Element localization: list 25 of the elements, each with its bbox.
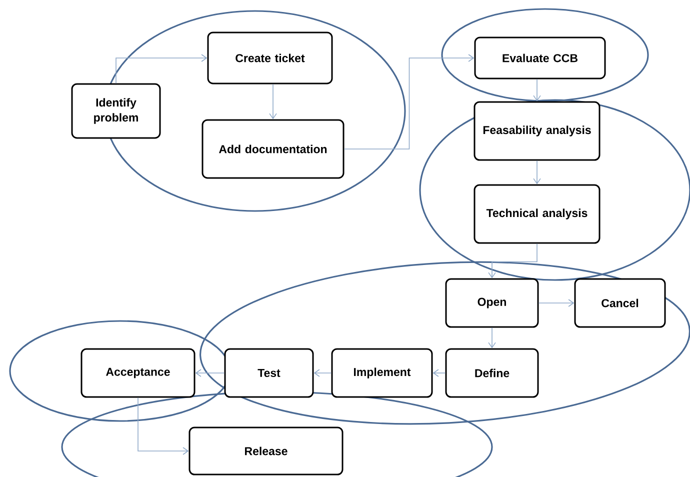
process-box: Define xyxy=(445,348,539,398)
process-box: Technical analysis xyxy=(474,184,600,244)
process-box: Implement xyxy=(331,348,433,398)
process-box: Feasability analysis xyxy=(474,101,600,161)
arrow xyxy=(314,369,332,377)
arrow xyxy=(488,327,496,348)
process-box: Evaluate CCB xyxy=(474,36,606,80)
process-box: Acceptance xyxy=(80,348,196,398)
process-box: Create ticket xyxy=(207,32,333,84)
arrow xyxy=(533,78,541,102)
process-box: Add documentation xyxy=(202,119,344,179)
arrow xyxy=(116,54,208,84)
process-box: Release xyxy=(188,426,344,476)
arrow xyxy=(138,397,189,455)
arrow xyxy=(488,243,538,278)
process-box: Open xyxy=(445,278,539,328)
process-box: Test xyxy=(224,348,314,398)
arrow xyxy=(269,84,277,120)
process-box: Cancel xyxy=(574,278,666,328)
process-box: Identify problem xyxy=(71,83,161,139)
arrow xyxy=(195,369,225,377)
arrow xyxy=(538,299,574,307)
arrow xyxy=(432,369,446,377)
arrow xyxy=(533,160,541,184)
arrow xyxy=(344,54,474,150)
